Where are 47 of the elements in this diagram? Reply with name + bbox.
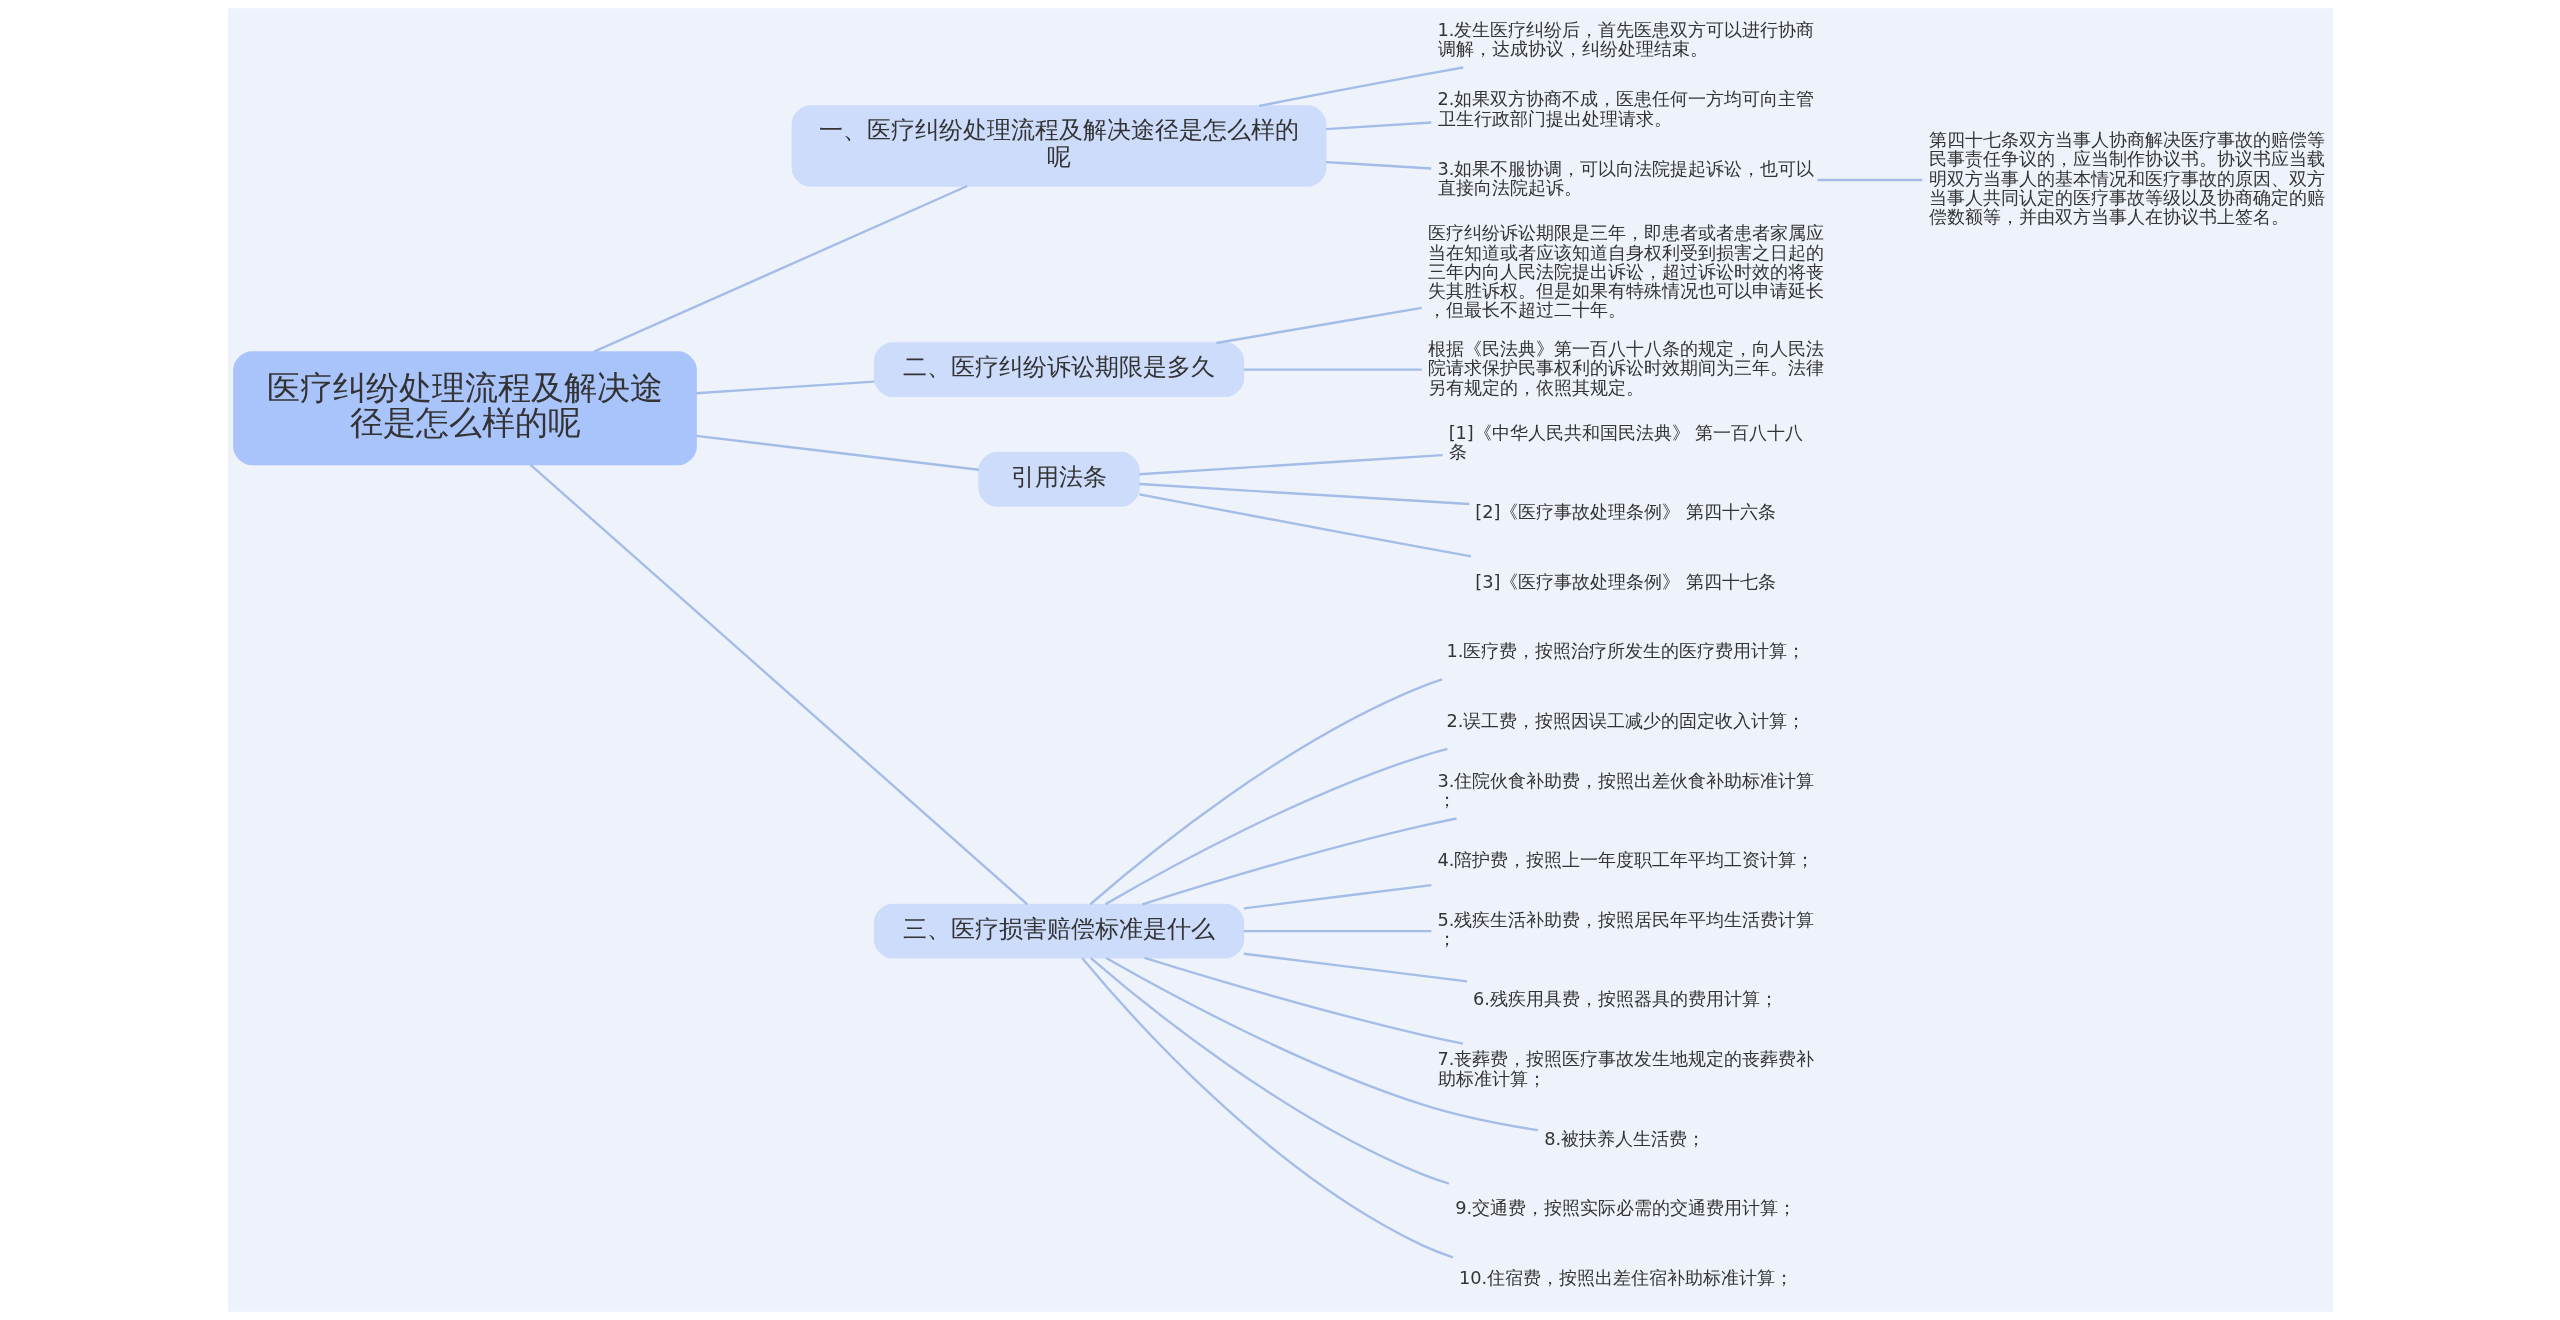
connector — [529, 463, 1028, 906]
connector — [1143, 956, 1463, 1045]
connector — [695, 434, 979, 471]
node-text: 1.发生医疗纠纷后，首先医患双方可以进行协商调解，达成协议，纠纷处理结束。 — [1437, 19, 1814, 60]
connector — [1325, 121, 1431, 131]
connector — [1138, 493, 1471, 558]
node-box: 引用法条 — [977, 451, 1140, 507]
connector — [593, 184, 968, 353]
node-box: 二、医疗纠纷诉讼期限是多久 — [873, 342, 1244, 398]
node-text: 5.残疾生活补助费，按照居民年平均生活费计算； — [1437, 910, 1814, 950]
node-text: 10.住宿费，按照出差住宿补助标准计算； — [1458, 1267, 1793, 1288]
connector — [1325, 160, 1431, 170]
node-box: 三、医疗损害赔偿标准是什么 — [873, 903, 1244, 959]
node-text: 6.残疾用具费，按照器具的费用计算； — [1472, 989, 1778, 1010]
node-text: 3.住院伙食补助费，按照出差伙食补助标准计算； — [1437, 770, 1814, 811]
connector — [1215, 306, 1422, 345]
connector — [1138, 482, 1469, 506]
node-text: [1]《中华人民共和国民法典》 第一百八十八条 — [1448, 422, 1803, 462]
connector — [1258, 66, 1463, 108]
node-text: 医疗纠纷诉讼期限是三年，即患者或者患者家属应当在知道或者应该知道自身权利受到损害之日起的三年内向人民法院提出诉讼，超过诉讼时效的将丧失其胜诉权。但是如果有特殊情况也可以申请延长，但最长不超过二十年。 — [1427, 223, 1824, 321]
node-text: 根据《民法典》第一百八十八条的规定，向人民法院请求保护民事权利的诉讼时效期间为三年。法律另有规定的，依照其规定。 — [1427, 338, 1824, 398]
node-text: 9.交通费，按照实际必需的交通费用计算； — [1454, 1198, 1796, 1219]
node-text: 8.被扶养人生活费； — [1543, 1128, 1705, 1149]
connector — [1104, 747, 1448, 906]
connector — [695, 380, 874, 395]
node-text: 4.陪护费，按照上一年度职工年平均工资计算； — [1437, 850, 1814, 871]
node-text: 7.丧葬费，按照医疗事故发生地规定的丧葬费补助标准计算； — [1437, 1049, 1814, 1089]
node-text: [3]《医疗事故处理条例》 第四十七条 — [1474, 571, 1776, 592]
connector — [1243, 952, 1467, 983]
node-text: 2.误工费，按照因误工减少的固定收入计算； — [1445, 710, 1805, 731]
node-text: 1.医疗费，按照治疗所发生的医疗费用计算； — [1445, 641, 1805, 662]
connector — [1138, 453, 1443, 476]
connector — [1089, 957, 1449, 1185]
connector — [1243, 929, 1431, 933]
node-text: 2.如果双方协商不成，医患任何一方均可向主管卫生行政部门提出处理请求。 — [1437, 89, 1814, 129]
node-box: 医疗纠纷处理流程及解决途径是怎么样的呢 — [232, 351, 697, 466]
connector — [1141, 817, 1457, 906]
connector — [1816, 178, 1922, 182]
connector — [1243, 368, 1422, 371]
node-box: 一、医疗纠纷处理流程及解决途径是怎么样的呢 — [791, 105, 1326, 187]
connector — [1105, 957, 1538, 1132]
connector — [1243, 883, 1432, 910]
node-text: 3.如果不服协调，可以向法院提起诉讼，也可以直接向法院起诉。 — [1437, 159, 1814, 199]
connector — [1089, 678, 1443, 906]
connector — [1080, 957, 1453, 1259]
node-text: 第四十七条双方当事人协商解决医疗事故的赔偿等民事责任争议的，应当制作协议书。协议书应当载明双方当事人的基本情况和医疗事故的原因、双方当事人共同认定的医疗事故等级以及协商确定的赔偿数额等，并由双方当事人在协议书上签名。 — [1928, 130, 2325, 228]
node-text: [2]《医疗事故处理条例》 第四十六条 — [1474, 501, 1776, 522]
